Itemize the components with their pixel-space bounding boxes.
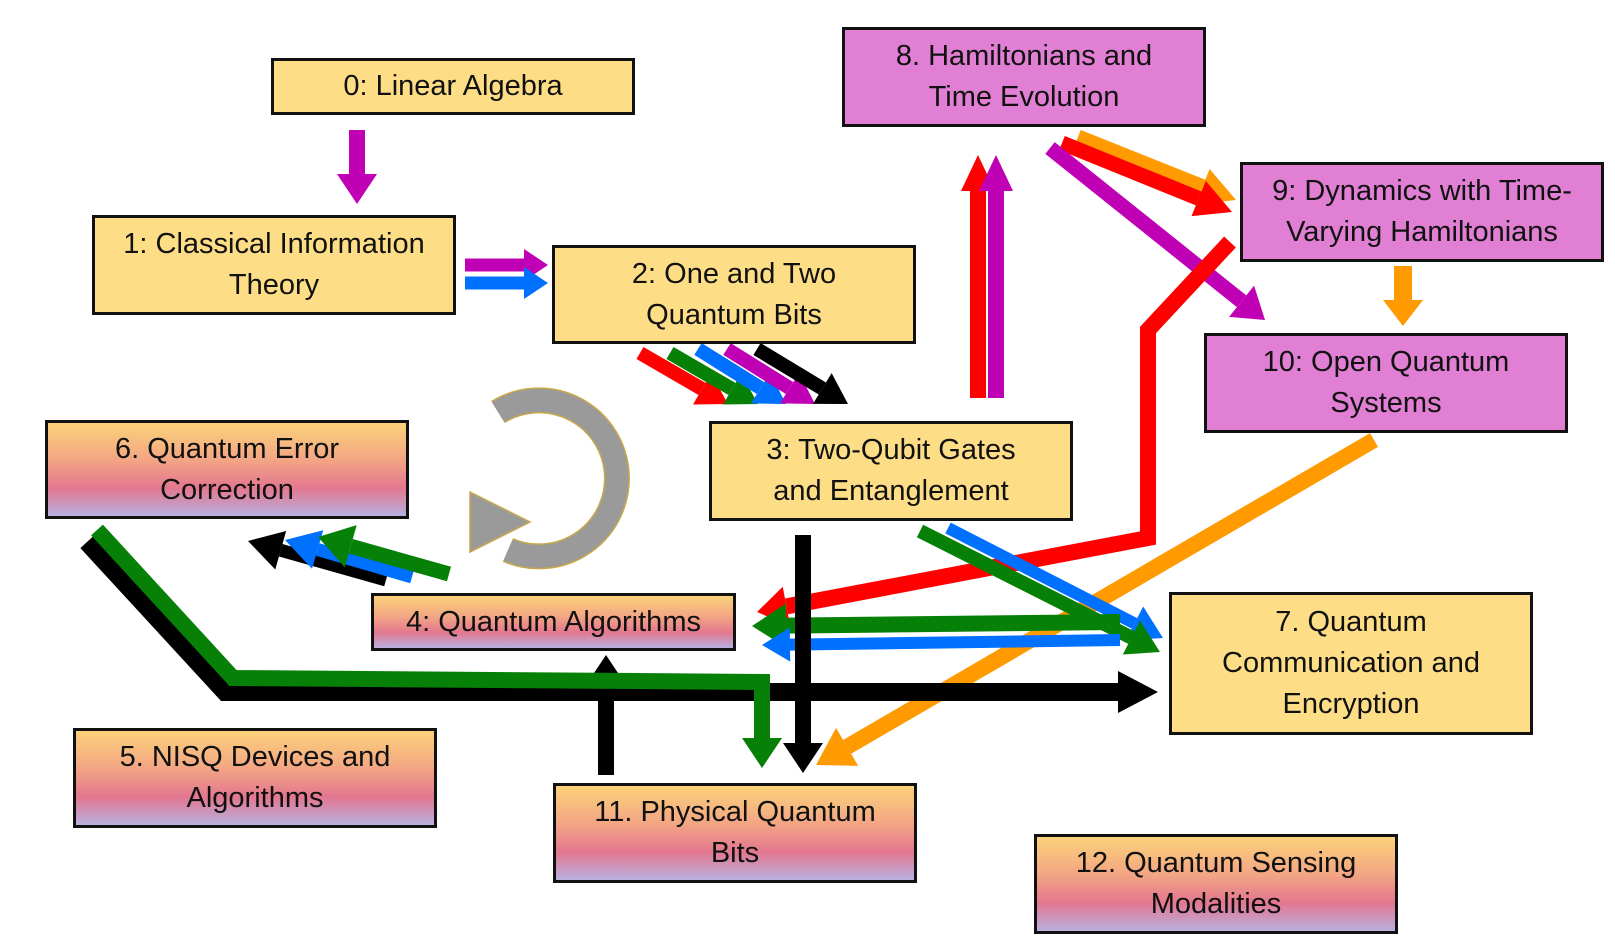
node-1-line-1: 1: Classical Information: [123, 228, 425, 260]
node-11-line-1: 11. Physical Quantum: [594, 796, 876, 828]
node-7-line-3: Encryption: [1282, 688, 1420, 720]
node-1-classical-information-theory[interactable]: 1: Classical Information Theory: [92, 215, 456, 315]
node-9-time-varying-dynamics[interactable]: 9: Dynamics with Time- Varying Hamiltoni…: [1240, 162, 1604, 262]
node-6-line-1: 6. Quantum Error: [114, 432, 340, 465]
arrow-8-to-9-red: [1059, 136, 1232, 217]
node-8-line-1: 8. Hamiltonians and: [895, 40, 1153, 72]
node-11-physical-quantum-bits[interactable]: 11. Physical Quantum Bits: [553, 783, 917, 883]
arrow-9-to-10-orange: [1383, 266, 1423, 326]
node-2-line-2: Quantum Bits: [646, 298, 822, 331]
node-4-line-1: 4: Quantum Algorithms: [406, 605, 701, 638]
arrow-3-to-11-black: [783, 535, 823, 773]
arrow-3-to-8-magenta: [979, 155, 1013, 398]
node-7-quantum-communication[interactable]: 7. Quantum Communication and Encryption: [1169, 592, 1533, 735]
node-11-line-2: Bits: [710, 837, 760, 869]
node-12-line-2: Modalities: [1150, 888, 1282, 920]
node-7-line-2: Communication and: [1222, 647, 1480, 679]
arrow-2-to-3-blue: [694, 343, 786, 404]
node-3-line-1: 3: Two-Qubit Gates: [766, 434, 1016, 466]
node-9-line-2: Varying Hamiltonians: [1286, 216, 1558, 248]
node-8-line-2: Time Evolution: [928, 81, 1120, 113]
node-5-line-2: Algorithms: [186, 782, 324, 814]
node-10-open-quantum-systems[interactable]: 10: Open Quantum Systems: [1204, 333, 1568, 433]
node-0-linear-algebra[interactable]: 0: Linear Algebra: [271, 58, 635, 115]
arrow-6-to-7-black: [80, 535, 1158, 713]
arrow-2-to-3-red: [636, 346, 728, 405]
node-8-hamiltonians[interactable]: 8. Hamiltonians and Time Evolution: [842, 27, 1206, 127]
arrow-0-to-1-magenta: [337, 130, 377, 204]
node-12-line-1: 12. Quantum Sensing: [1075, 847, 1357, 879]
arrow-1-to-2-blue: [465, 267, 548, 299]
node-3-two-qubit-gates[interactable]: 3: Two-Qubit Gates and Entanglement: [709, 421, 1073, 521]
node-6-line-2: Correction: [160, 473, 294, 506]
arrow-6-to-11-green: [91, 524, 782, 768]
arrow-2-to-3-black: [753, 343, 848, 404]
node-1-line-2: Theory: [228, 269, 320, 301]
node-10-line-2: Systems: [1330, 387, 1442, 419]
node-0-line-1: 0: Linear Algebra: [343, 70, 563, 102]
node-6-quantum-error-correction[interactable]: 6. Quantum Error Correction: [45, 420, 409, 519]
node-7-line-1: 7. Quantum: [1275, 606, 1427, 638]
node-9-line-1: 9: Dynamics with Time-: [1272, 175, 1572, 207]
node-5-line-1: 5. NISQ Devices and: [119, 741, 391, 773]
arrow-7-to-4-blue: [762, 627, 1121, 662]
arrow-4-to-6-black: [248, 531, 388, 587]
arrow-4-to-6-green: [318, 525, 452, 582]
node-2-line-1: 2: One and Two: [631, 257, 837, 290]
node-2-one-and-two-quantum-bits[interactable]: 2: One and Two Quantum Bits: [552, 245, 916, 344]
node-10-line-1: 10: Open Quantum: [1262, 346, 1510, 378]
arrow-2-to-3-green: [666, 346, 758, 405]
arrow-2-to-3-magenta: [723, 343, 815, 404]
node-12-quantum-sensing[interactable]: 12. Quantum Sensing Modalities: [1034, 834, 1398, 934]
circular-arrow-icon: [469, 387, 630, 570]
arrow-8-to-10-magenta: [1045, 142, 1265, 320]
node-5-nisq-devices[interactable]: 5. NISQ Devices and Algorithms: [73, 728, 437, 828]
node-4-quantum-algorithms[interactable]: 4: Quantum Algorithms: [371, 593, 736, 651]
node-3-line-2: and Entanglement: [773, 475, 1009, 507]
